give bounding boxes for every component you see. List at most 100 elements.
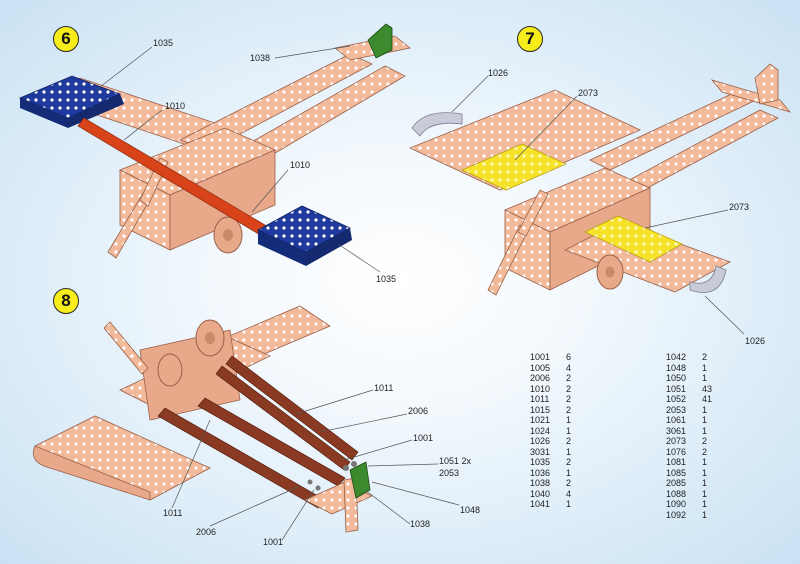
wheel-hub: [605, 266, 615, 278]
part-number: 1011: [530, 394, 550, 404]
part-quantity: 1: [702, 499, 708, 509]
step-number-badge: 7: [517, 26, 543, 52]
parts-list-row: 1090 1: [666, 499, 726, 510]
part-quantity: 1: [702, 467, 708, 478]
blue-plate-edge: [68, 94, 124, 128]
part-quantity: 1: [702, 509, 708, 520]
part-quantity: 1: [702, 488, 708, 499]
part-quantity: 2: [566, 478, 572, 488]
parts-list-row: 1041 1: [530, 499, 590, 510]
blue-plate-edge: [258, 230, 306, 266]
part-number: 1010: [530, 383, 551, 394]
part-quantity: 1: [702, 415, 708, 425]
parts-list-row: 1026 2: [530, 436, 590, 447]
part-quantity: 1: [702, 457, 708, 467]
part-quantity: 2: [702, 446, 708, 457]
part-quantity: 2: [702, 352, 708, 362]
part-number: 1024: [530, 425, 551, 436]
part-number: 1061: [666, 415, 687, 425]
parts-list-row: 1061 1: [666, 415, 726, 426]
part-callout: 2073: [578, 88, 599, 98]
parts-list-row: 1048 1: [666, 363, 726, 374]
part-number: 3061: [666, 425, 687, 436]
part-quantity: 2: [702, 436, 708, 446]
wheel: [157, 353, 183, 387]
part-quantity: 2: [566, 394, 572, 404]
wheel-hub: [223, 229, 233, 241]
part-quantity: 1: [566, 415, 572, 425]
part-quantity: 1: [566, 499, 572, 509]
part-number: 1038: [530, 478, 551, 488]
part-quantity: 1: [702, 373, 708, 383]
part-callout: 2006: [196, 527, 217, 537]
part-number: 1050: [666, 373, 687, 383]
parts-list-row: 3061 1: [666, 426, 726, 437]
part-quantity: 2: [566, 436, 572, 446]
part-number: 1015: [530, 404, 551, 415]
green-bracket: [367, 23, 393, 59]
part-callout: 1010: [290, 160, 311, 170]
part-callout: 1026: [488, 68, 509, 78]
part-quantity: 43: [702, 383, 713, 394]
parts-list-row: 1038 2: [530, 478, 590, 489]
yellow-plate: [584, 215, 683, 263]
part-quantity: 2: [566, 373, 572, 383]
left-wing-plate: [408, 89, 641, 191]
part-quantity: 41: [702, 394, 713, 404]
part-number: 1040: [530, 488, 551, 499]
part-callout: 2053: [439, 468, 460, 478]
step-7-drawing: [408, 63, 792, 296]
part-number: 2073: [666, 436, 687, 446]
silver-curved-strip: [689, 265, 727, 293]
part-callout: 2073: [729, 202, 750, 212]
part-number: 1088: [666, 488, 687, 499]
part-quantity: 6: [566, 352, 572, 362]
part-callout: 1035: [153, 38, 174, 48]
step-number-badge: 6: [53, 26, 79, 52]
part-callout: 1026: [745, 336, 766, 346]
part-quantity: 1: [702, 478, 708, 488]
part-quantity: 2: [566, 457, 572, 467]
part-number: 2053: [666, 404, 687, 415]
tail-strip: [157, 407, 326, 509]
part-quantity: 1: [702, 362, 708, 373]
part-number: 1041: [530, 499, 551, 509]
part-callout: 2006: [408, 406, 429, 416]
propeller-blade: [517, 189, 549, 237]
parts-list-row: 1011 2: [530, 394, 590, 405]
part-quantity: 1: [702, 425, 708, 436]
part-number: 1026: [530, 436, 551, 446]
part-number: 1048: [666, 362, 687, 373]
part-number: 1035: [530, 457, 551, 467]
part-number: 2006: [530, 373, 551, 383]
part-number: 1090: [666, 499, 687, 509]
part-number: 1076: [666, 446, 687, 457]
part-callout: 1010: [165, 101, 186, 111]
part-callout: 1011: [374, 383, 394, 393]
nut: [315, 485, 321, 491]
part-number: 1036: [530, 467, 551, 478]
step-6-drawing: [18, 23, 411, 266]
part-number: 3031: [530, 446, 551, 457]
part-callout: 1051 2x: [439, 456, 472, 466]
blue-plate-edge: [20, 98, 68, 128]
nut: [351, 461, 357, 467]
part-callout: 1011: [163, 508, 183, 518]
